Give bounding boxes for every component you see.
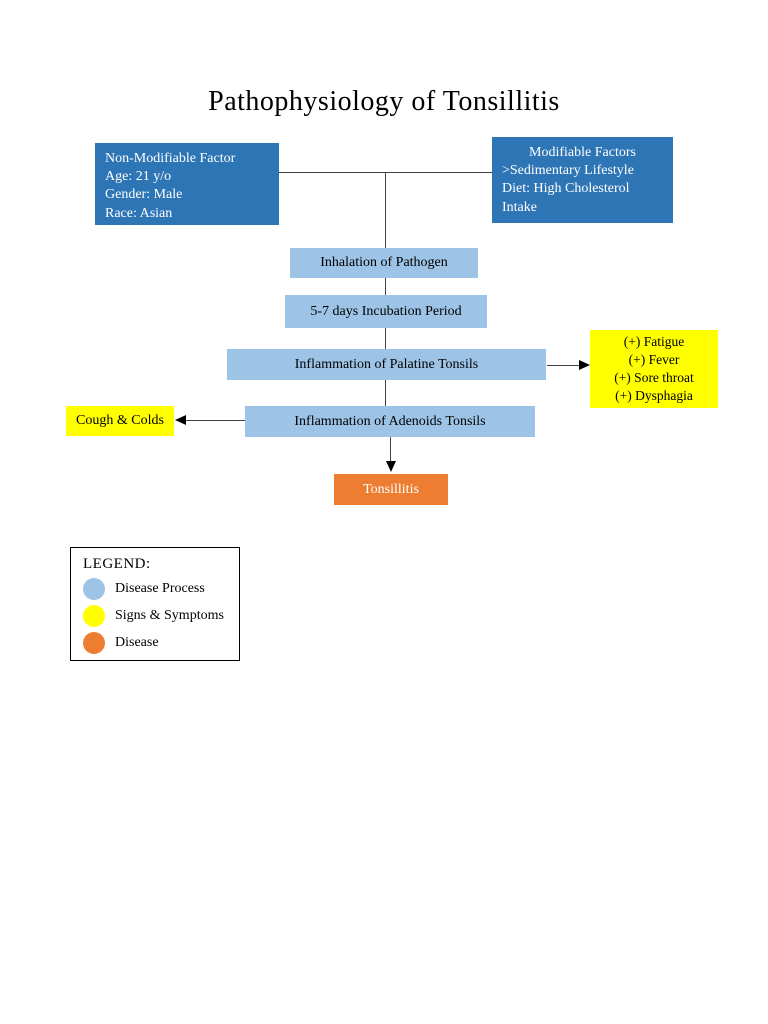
connector-v2	[385, 328, 386, 349]
node-inhalation-of-pathogen: Inhalation of Pathogen	[290, 248, 478, 278]
connector-v3	[385, 380, 386, 406]
node-cough-and-colds: Cough & Colds	[66, 406, 174, 436]
arrow-left-icon	[175, 415, 186, 425]
node-tonsillitis: Tonsillitis	[334, 474, 448, 505]
legend-label: Signs & Symptoms	[115, 608, 224, 623]
incubation-label: 5-7 days Incubation Period	[310, 303, 462, 319]
connector-symptoms-line	[547, 365, 581, 366]
disease-process-swatch-icon	[83, 578, 105, 600]
node-palatine-tonsils: Inflammation of Palatine Tonsils	[227, 349, 546, 380]
modifiable-line-2: >Sedimentary Lifestyle	[502, 163, 634, 179]
non-modifiable-line-2: Age: 21 y/o	[105, 169, 172, 185]
arrow-right-icon	[579, 360, 590, 370]
connector-v1	[385, 278, 386, 295]
legend-item-signs-symptoms: Signs & Symptoms	[83, 605, 233, 627]
legend-box: LEGEND: Disease Process Signs & Symptoms…	[70, 547, 240, 661]
non-modifiable-line-4: Race: Asian	[105, 205, 173, 221]
disease-swatch-icon	[83, 632, 105, 654]
signs-symptoms-swatch-icon	[83, 605, 105, 627]
legend-label: Disease Process	[115, 581, 205, 596]
symptom-line-4: (+) Dysphagia	[615, 388, 693, 404]
node-non-modifiable-factor: Non-Modifiable Factor Age: 21 y/o Gender…	[95, 143, 279, 225]
legend-item-disease: Disease	[83, 632, 233, 654]
modifiable-line-1: Modifiable Factors	[529, 145, 636, 160]
inhalation-label: Inhalation of Pathogen	[320, 255, 448, 270]
node-adenoids-tonsils: Inflammation of Adenoids Tonsils	[245, 406, 535, 437]
non-modifiable-line-1: Non-Modifiable Factor	[105, 151, 236, 166]
legend-item-disease-process: Disease Process	[83, 578, 233, 600]
modifiable-line-3: Diet: High Cholesterol	[502, 181, 630, 197]
node-incubation-period: 5-7 days Incubation Period	[285, 295, 487, 328]
connector-top-vertical	[385, 173, 386, 248]
legend-title: LEGEND:	[83, 556, 151, 572]
symptom-line-1: (+) Fatigue	[623, 333, 685, 349]
legend-label: Disease	[115, 635, 159, 650]
page-title: Pathophysiology of Tonsillitis	[208, 86, 560, 117]
node-modifiable-factors: Modifiable Factors >Sedimentary Lifestyl…	[492, 137, 673, 223]
palatine-label: Inflammation of Palatine Tonsils	[294, 356, 479, 372]
adenoids-label: Inflammation of Adenoids Tonsils	[294, 413, 486, 429]
non-modifiable-line-3: Gender: Male	[105, 187, 183, 203]
modifiable-line-4: Intake	[502, 199, 537, 215]
symptom-line-2: (+) Fever	[628, 351, 680, 367]
connector-top-horizontal	[279, 172, 492, 173]
connector-cough-line	[186, 420, 245, 421]
node-symptoms: (+) Fatigue (+) Fever (+) Sore throat (+…	[590, 330, 718, 408]
connector-tonsillitis-line	[390, 437, 391, 461]
arrow-down-icon	[386, 461, 396, 472]
tonsillitis-label: Tonsillitis	[363, 481, 419, 497]
symptom-line-3: (+) Sore throat	[614, 370, 694, 385]
cough-label: Cough & Colds	[76, 413, 164, 428]
